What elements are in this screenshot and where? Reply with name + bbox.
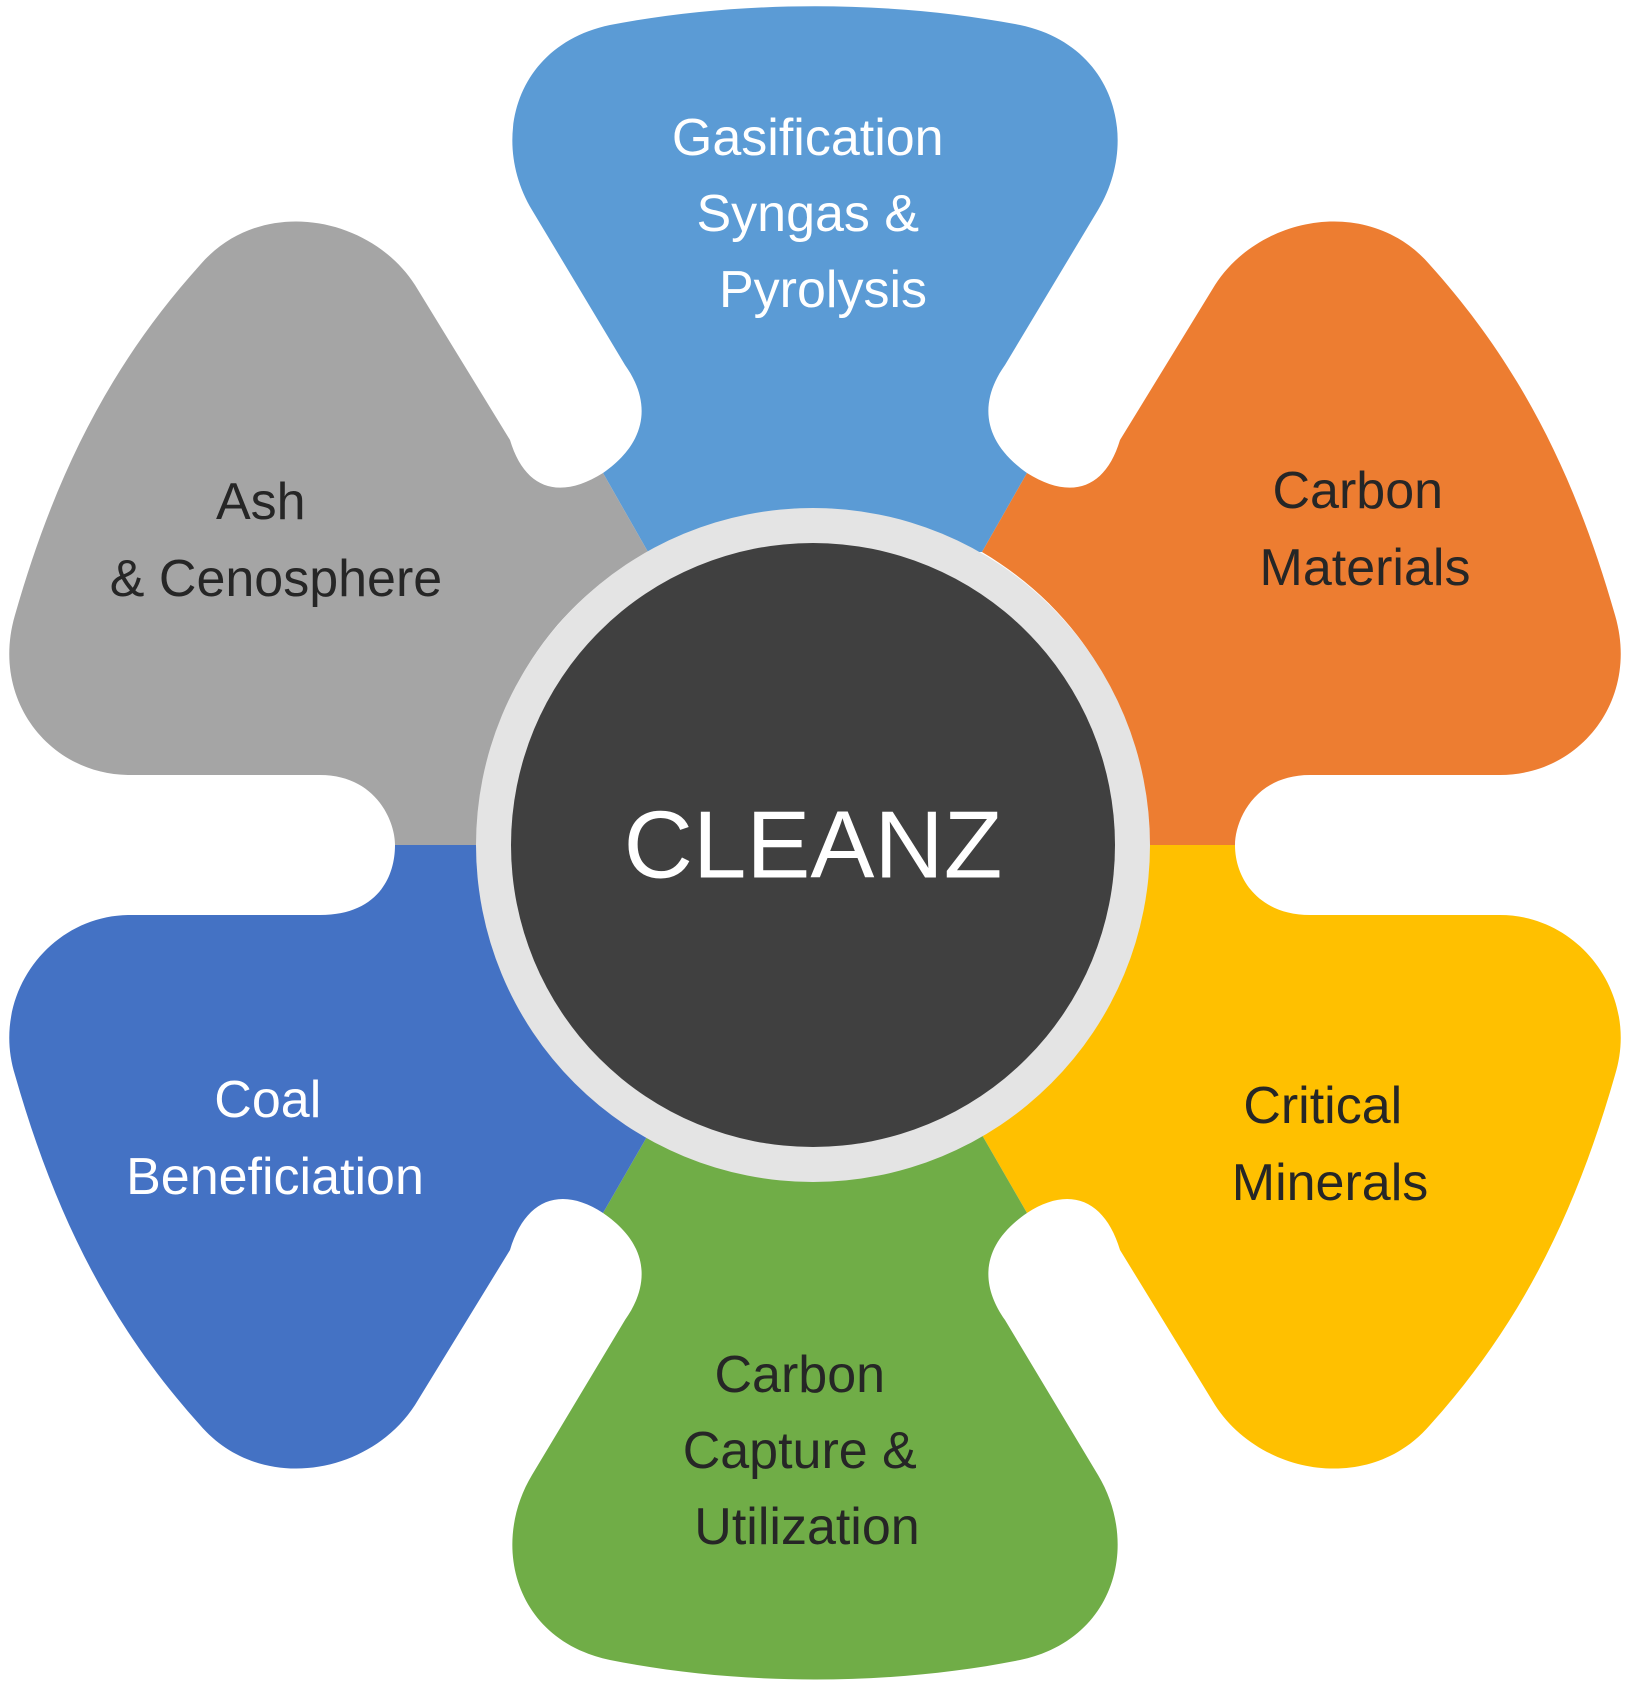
petal-ash-cenosphere-line-2: & Cenosphere (110, 550, 442, 608)
petal-carbon-capture[interactable]: Carbon Capture & Utilization (512, 1135, 1118, 1680)
petal-coal-beneficiation[interactable]: Coal Beneficiation (9, 845, 649, 1469)
petal-critical-minerals-line-1: Critical (1243, 1077, 1402, 1135)
center-label: CLEANZ (624, 791, 1003, 898)
petal-gasification-line-2: Syngas & (696, 185, 919, 243)
petal-critical-minerals[interactable]: Critical Minerals (982, 845, 1621, 1469)
petal-gasification-shape (512, 6, 1118, 552)
petal-gasification-line-3: Pyrolysis (719, 261, 927, 319)
petal-gasification[interactable]: Gasification Syngas & Pyrolysis (512, 6, 1118, 552)
petal-gasification-label: Gasification Syngas & Pyrolysis (672, 109, 958, 319)
petal-coal-beneficiation-line-1: Coal (214, 1071, 321, 1129)
petal-carbon-materials-label: Carbon Materials (1260, 462, 1471, 597)
petal-carbon-capture-shape (512, 1135, 1118, 1680)
petal-carbon-capture-line-3: Utilization (694, 1498, 919, 1556)
petal-ash-cenosphere-label: Ash & Cenosphere (110, 473, 442, 608)
center-hub[interactable]: CLEANZ (476, 508, 1150, 1182)
petal-coal-beneficiation-label: Coal Beneficiation (126, 1071, 424, 1206)
petal-carbon-materials-line-1: Carbon (1272, 462, 1443, 520)
petal-critical-minerals-line-2: Minerals (1232, 1154, 1429, 1212)
petal-carbon-capture-line-2: Capture & (683, 1422, 917, 1480)
petal-carbon-capture-line-1: Carbon (714, 1346, 885, 1404)
center-disc (511, 543, 1115, 1147)
petal-gasification-line-1: Gasification (672, 109, 944, 167)
petal-ash-cenosphere-shape (9, 221, 649, 845)
petal-critical-minerals-label: Critical Minerals (1232, 1077, 1429, 1212)
petal-ash-cenosphere-line-1: Ash (216, 473, 306, 531)
petal-carbon-materials[interactable]: Carbon Materials (982, 221, 1621, 845)
petal-carbon-capture-label: Carbon Capture & Utilization (683, 1346, 932, 1556)
petal-ash-cenosphere[interactable]: Ash & Cenosphere (9, 221, 649, 845)
petal-coal-beneficiation-line-2: Beneficiation (126, 1148, 424, 1206)
petal-coal-beneficiation-shape (9, 845, 649, 1469)
petal-layer: Gasification Syngas & Pyrolysis Carbon M… (9, 6, 1621, 1680)
petal-carbon-materials-shape (982, 221, 1621, 845)
petal-critical-minerals-shape (982, 845, 1621, 1469)
petal-carbon-materials-line-2: Materials (1260, 539, 1471, 597)
